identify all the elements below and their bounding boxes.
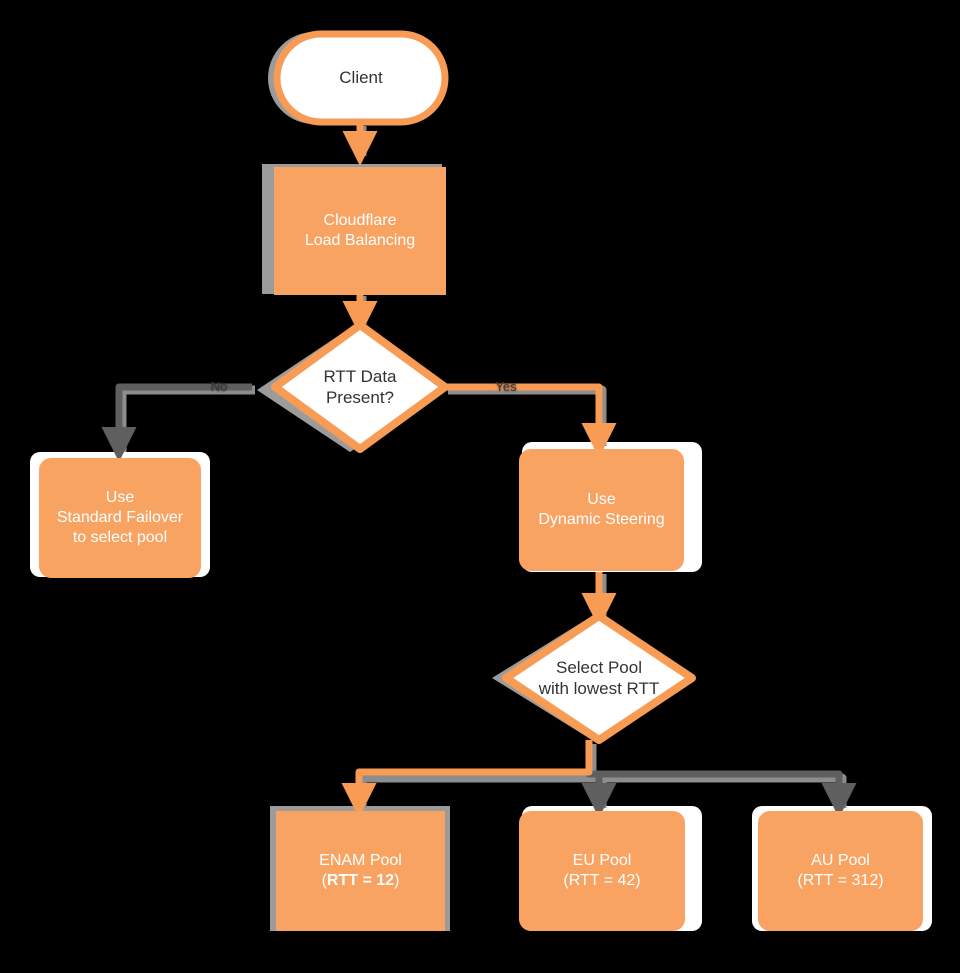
edge-select-to-au [589, 770, 857, 818]
node-eu-pool[interactable] [519, 811, 685, 931]
node-enam-pool[interactable] [276, 811, 445, 931]
edge-rtt-yes [445, 383, 617, 458]
node-standard-failover[interactable] [39, 458, 201, 578]
node-dynamic-steering[interactable] [519, 449, 684, 571]
edge-rtt-no [101, 383, 252, 462]
node-client[interactable] [273, 30, 449, 126]
node-rtt-data-present[interactable] [271, 321, 449, 453]
node-load-balancing[interactable] [274, 167, 446, 295]
node-select-pool[interactable] [502, 612, 696, 744]
edge-group-highlight [341, 122, 617, 818]
node-au-pool[interactable] [758, 811, 923, 931]
edge-select-to-enam [341, 740, 593, 818]
